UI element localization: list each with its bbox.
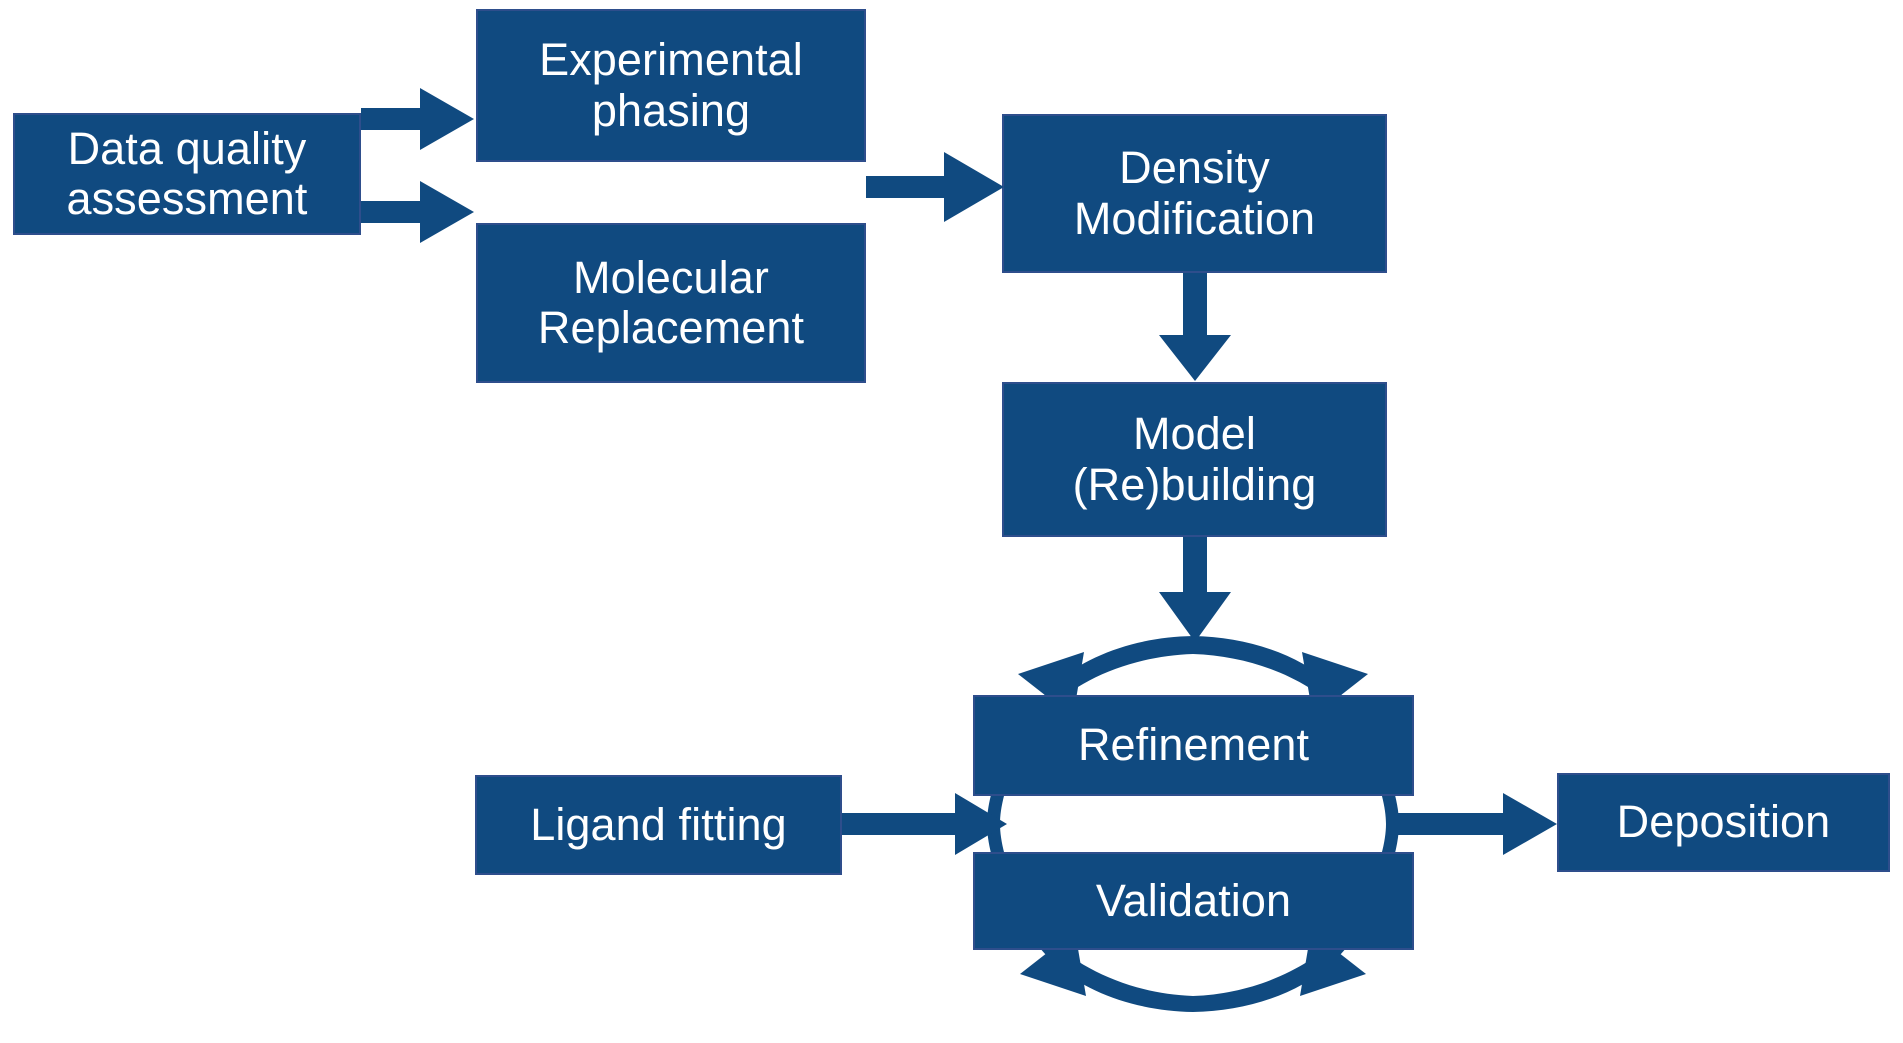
node-ligand-fitting[interactable]: Ligand fitting xyxy=(475,775,842,875)
node-label-deposition: Deposition xyxy=(1616,796,1831,848)
node-refinement[interactable]: Refinement xyxy=(973,695,1414,796)
node-deposition[interactable]: Deposition xyxy=(1557,773,1890,872)
node-label-ligand-fitting: Ligand fitting xyxy=(530,798,787,850)
node-label-validation: Validation xyxy=(1095,874,1292,926)
node-label-model-rebuilding: Model(Re)building xyxy=(1072,408,1317,510)
node-model-rebuilding[interactable]: Model(Re)building xyxy=(1002,382,1387,537)
node-validation[interactable]: Validation xyxy=(973,852,1414,950)
node-label-refinement: Refinement xyxy=(1077,719,1310,771)
